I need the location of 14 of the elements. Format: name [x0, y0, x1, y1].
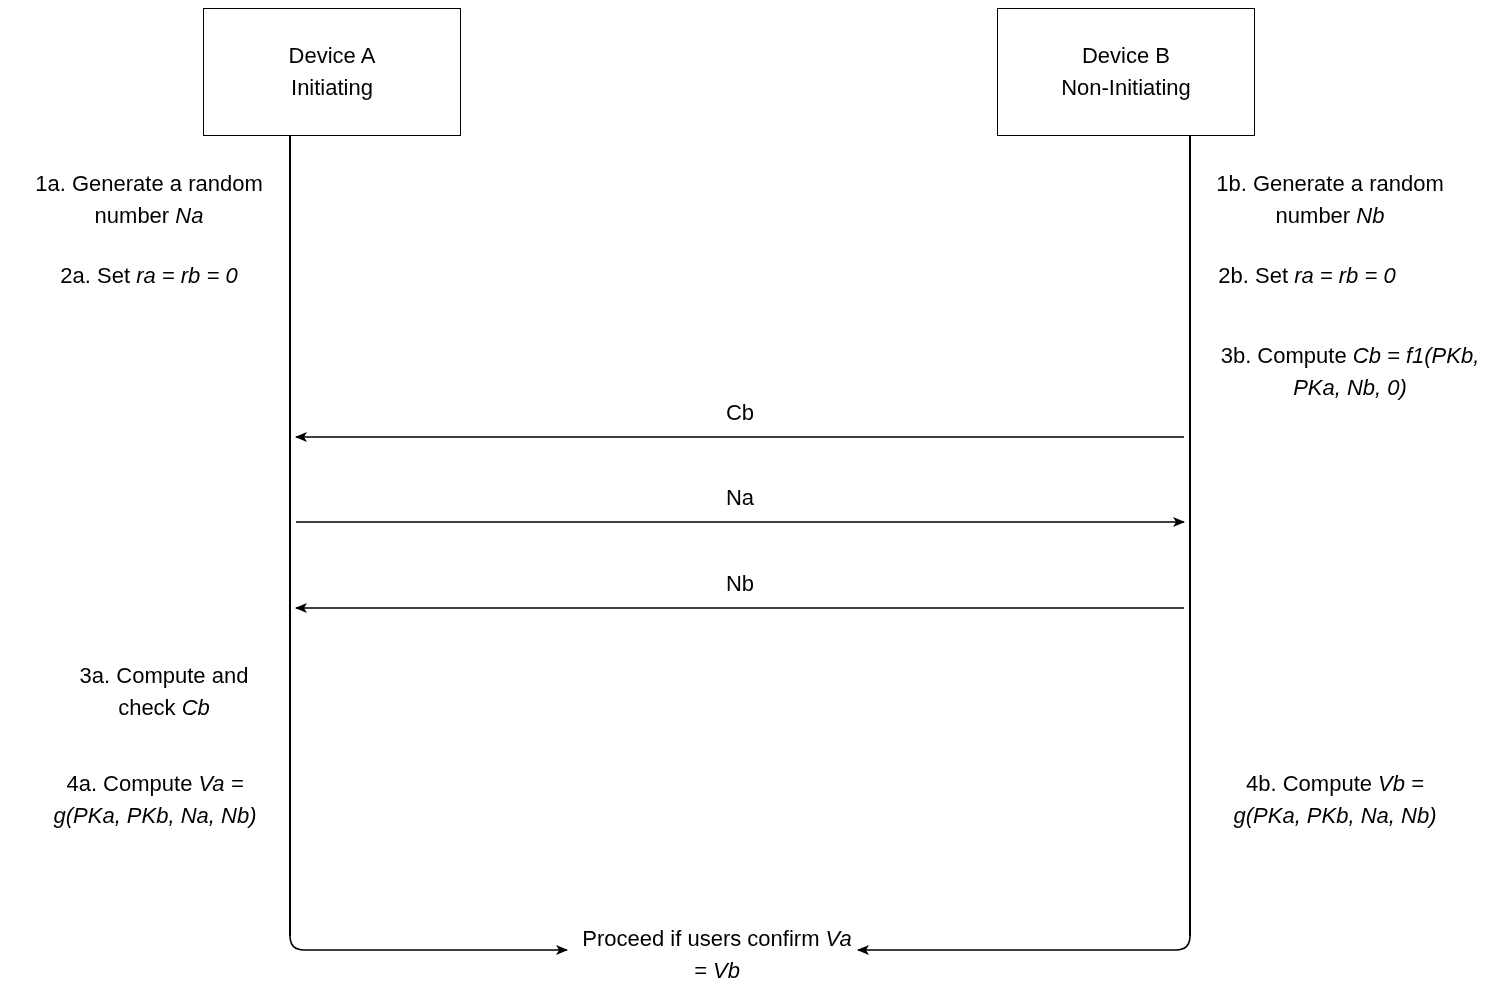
- arrow: [295, 603, 1185, 613]
- arrow: [295, 517, 1185, 527]
- step-note: 3b. Compute Cb = f1(PKb, PKa, Nb, 0): [1219, 342, 1481, 402]
- step-note: 3a. Compute and check Cb: [78, 662, 250, 722]
- step-note: 1b. Generate a random number Nb: [1215, 170, 1445, 230]
- device-box: Device A Initiating: [203, 8, 461, 136]
- outcome-text: Proceed if users confirm Va = Vb: [582, 922, 852, 988]
- step-note: 1a. Generate a random number Na: [34, 170, 264, 230]
- arrow: [295, 432, 1185, 442]
- step-note: 2b. Set ra = rb = 0: [1217, 262, 1397, 290]
- step-note: 2a. Set ra = rb = 0: [59, 262, 239, 290]
- step-note: 4a. Compute Va = g(PKa, PKb, Na, Nb): [52, 770, 258, 830]
- device-box: Device B Non-Initiating: [997, 8, 1255, 136]
- step-note: 4b. Compute Vb = g(PKa, PKb, Na, Nb): [1232, 770, 1438, 830]
